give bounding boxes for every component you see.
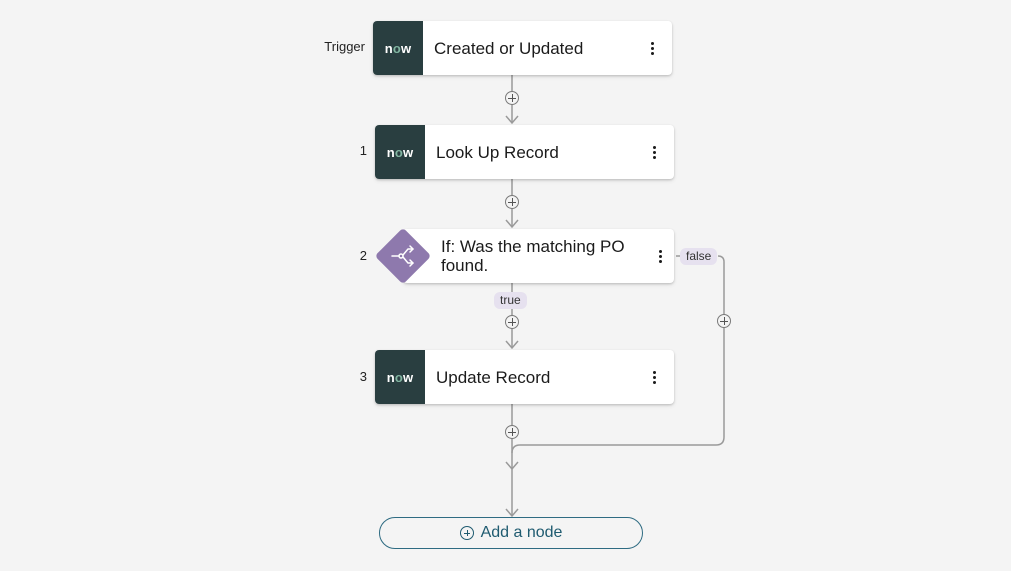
step-title: If: Was the matching PO found. (441, 237, 625, 275)
add-step-plus-icon[interactable] (505, 91, 519, 105)
add-a-node-label: Add a node (480, 524, 563, 541)
add-a-node-button[interactable]: Add a node (379, 517, 643, 549)
add-step-plus-icon[interactable] (505, 425, 519, 439)
step-number-3: 3 (359, 369, 367, 384)
step-number-2: 2 (359, 248, 367, 263)
add-false-branch-plus-icon[interactable] (717, 314, 731, 328)
true-branch-badge: true (494, 292, 527, 309)
add-step-plus-icon[interactable] (505, 195, 519, 209)
decision-branch-icon (374, 227, 432, 285)
trigger-label: Trigger (324, 39, 365, 54)
trigger-more-menu-icon[interactable] (642, 33, 662, 63)
step-more-menu-icon[interactable] (644, 137, 664, 167)
trigger-title: Created or Updated (434, 38, 584, 58)
step-title: Look Up Record (436, 142, 559, 162)
step-title: Update Record (436, 367, 551, 387)
step-more-menu-icon[interactable] (650, 241, 670, 271)
step-card-if-condition[interactable]: If: Was the matching PO found. (403, 229, 674, 283)
plus-circle-icon (459, 526, 474, 540)
step-number-1: 1 (359, 143, 367, 158)
step-more-menu-icon[interactable] (644, 362, 664, 392)
add-step-plus-icon[interactable] (505, 315, 519, 329)
false-branch-badge: false (680, 248, 718, 265)
